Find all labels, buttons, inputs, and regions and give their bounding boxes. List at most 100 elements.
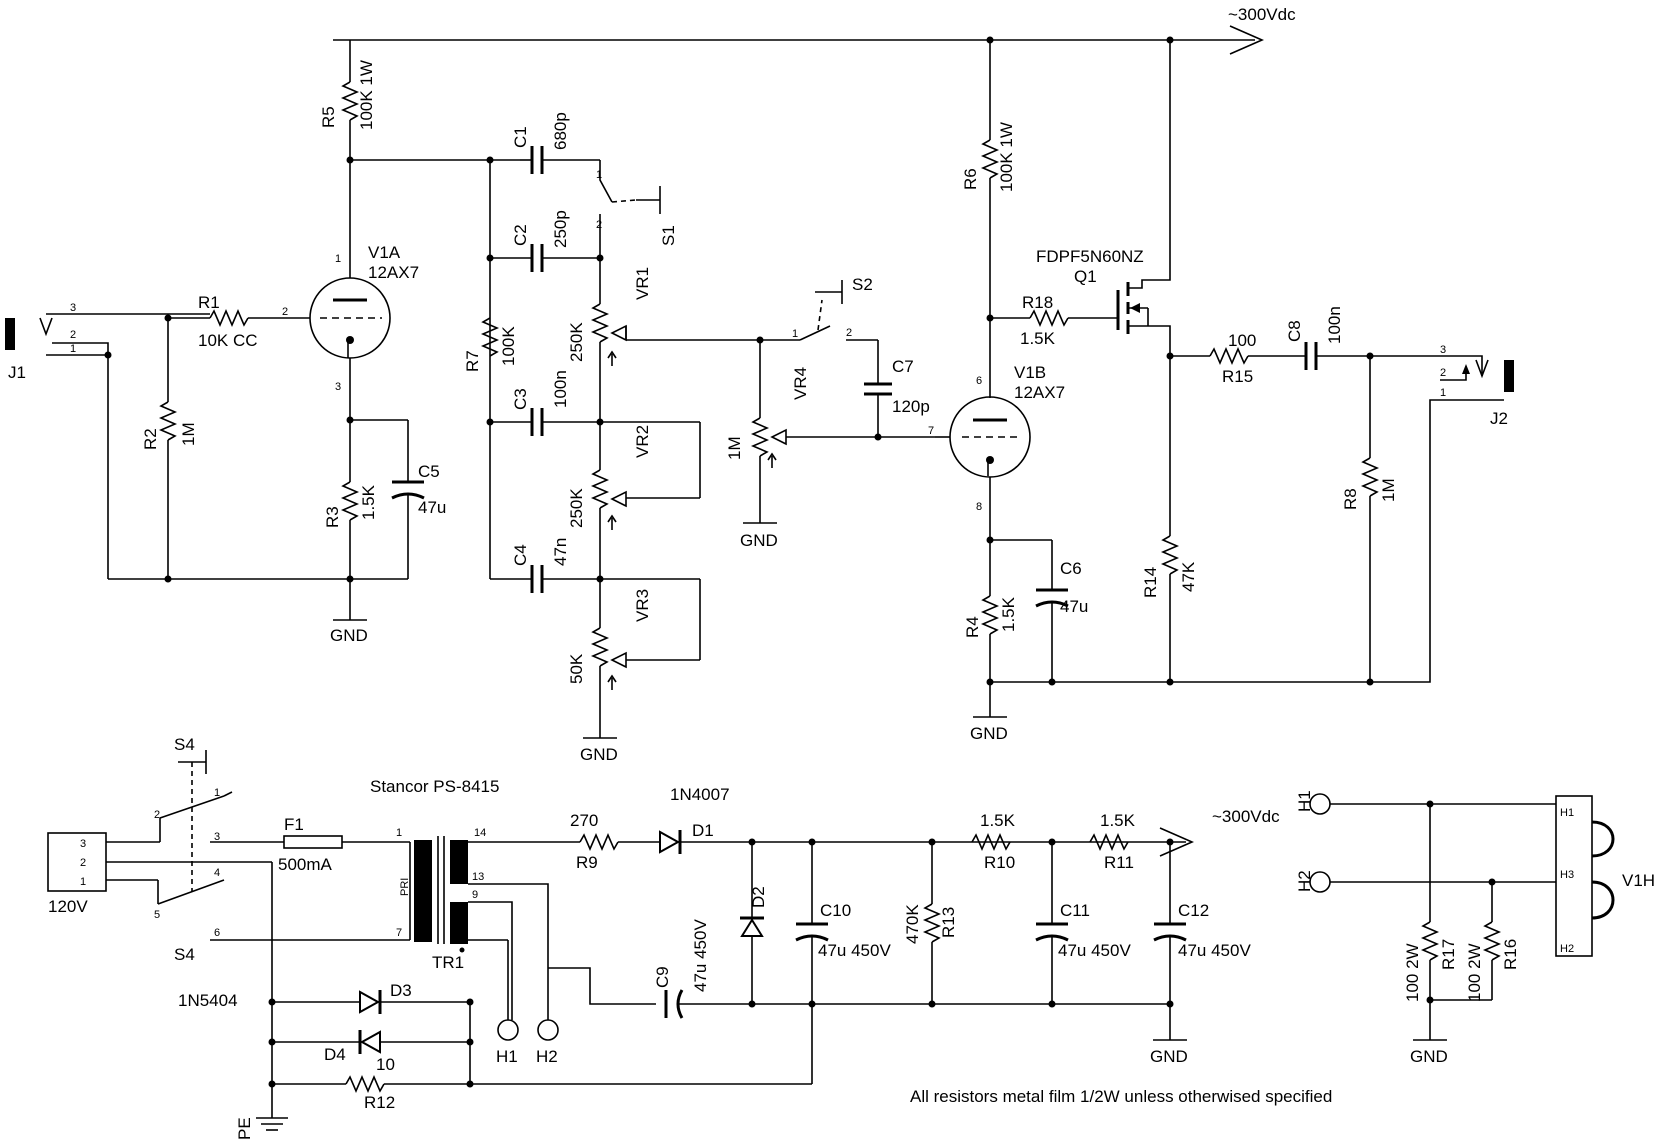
resistor-r15: [1170, 346, 1306, 366]
heater-terminals-tr1: [497, 940, 559, 1041]
v1a-ref: V1A: [368, 243, 401, 262]
v1a-type: 12AX7: [368, 263, 419, 282]
s4-pin-5: 5: [154, 909, 160, 921]
tr1-pin-7: 7: [396, 927, 402, 939]
r14-ref: R14: [1141, 567, 1160, 598]
d3-d4-value: 1N5404: [178, 991, 238, 1010]
vr1-value: 250K: [567, 322, 586, 362]
s4-pin-4: 4: [214, 867, 220, 879]
c1-value: 680p: [551, 112, 570, 150]
tr1-h2-label: H2: [536, 1047, 558, 1066]
pe-network: [256, 862, 812, 1131]
r6-ref: R6: [961, 168, 980, 190]
c9-ref: C9: [653, 966, 672, 988]
capacitor-c12: [1153, 842, 1187, 1041]
r13-value: 470K: [903, 904, 922, 944]
c2-ref: C2: [511, 224, 530, 246]
tr1-ref: TR1: [432, 953, 464, 972]
heater-network: [1309, 793, 1615, 1041]
c3-ref: C3: [511, 388, 530, 410]
r10-value: 1.5K: [980, 811, 1016, 830]
capacitor-c10: [795, 842, 829, 1084]
diode-d2: [740, 842, 764, 1004]
switch-s2[interactable]: [760, 280, 878, 341]
tr1-s2: S2: [459, 857, 471, 870]
d1-ref: D1: [692, 821, 714, 840]
vr4-value: 1M: [725, 436, 744, 460]
r13-ref: R13: [939, 907, 958, 938]
input-jack-j1: [5, 313, 210, 579]
inlet-pin-1: 1: [80, 876, 86, 888]
resistor-r11: [1089, 832, 1129, 852]
tr1-h1-label: H1: [496, 1047, 518, 1066]
r9-ref: R9: [576, 853, 598, 872]
pot-vr2[interactable]: [590, 421, 701, 579]
c3-value: 100n: [551, 370, 570, 408]
tr1-pin-14: 14: [474, 827, 486, 839]
r2-ref: R2: [141, 428, 160, 450]
d3-ref: D3: [390, 981, 412, 1000]
pot-vr4[interactable]: [743, 340, 935, 524]
transformer-tr1: [409, 836, 560, 1020]
c9-value: 47u 450V: [691, 919, 710, 992]
tr1-pin-1: 1: [396, 827, 402, 839]
mosfet-q1: [1116, 40, 1171, 356]
switch-s1[interactable]: [596, 186, 661, 262]
resistor-r9: [560, 832, 660, 852]
tr1-pin-13: 13: [472, 871, 484, 883]
c12-value: 47u 450V: [1178, 941, 1251, 960]
r15-ref: R15: [1222, 367, 1253, 386]
r5-value: 100K 1W: [357, 60, 376, 130]
s2-label: S2: [852, 275, 873, 294]
resistor-r1: [164, 308, 290, 328]
v1b-ref: V1B: [1014, 363, 1046, 382]
resistor-r6: [980, 40, 1000, 398]
capacitor-c1: [520, 146, 613, 203]
pot-vr1[interactable]: [590, 258, 760, 422]
s4-pin-6: 6: [214, 927, 220, 939]
v1b-pin-8: 8: [976, 501, 982, 513]
vr3-ref: VR3: [633, 589, 652, 622]
heater-h2-label: H2: [1295, 870, 1314, 892]
vr1-ref: VR1: [633, 267, 652, 300]
j2-pin-2: 2: [1440, 367, 1446, 379]
tube-v1a: [290, 160, 391, 420]
resistor-r13: [922, 842, 942, 1004]
switch-s4[interactable]: [157, 750, 410, 941]
pe-label: PE: [235, 1117, 254, 1140]
s4-pin-2: 2: [154, 809, 160, 821]
r18-ref: R18: [1022, 293, 1053, 312]
resistor-r10: [971, 832, 1011, 852]
c8-ref: C8: [1285, 320, 1304, 342]
inlet-pin-2: 2: [80, 857, 86, 869]
r6-value: 100K 1W: [997, 122, 1016, 192]
resistor-r4: [980, 540, 1000, 717]
r7-ref: R7: [463, 350, 482, 372]
c6-ref: C6: [1060, 559, 1082, 578]
d4-ref: D4: [324, 1045, 346, 1064]
inlet-label: 120V: [48, 897, 88, 916]
r16-value: 100 2W: [1465, 943, 1484, 1002]
v1a-pin-3: 3: [335, 381, 341, 393]
j2-label: J2: [1490, 409, 1508, 428]
gnd-symbol-1: [333, 579, 367, 621]
diode-d1: [659, 827, 1194, 857]
capacitor-c11: [1035, 842, 1069, 1004]
r3-value: 1.5K: [359, 484, 378, 520]
j2-pin-1: 1: [1440, 387, 1446, 399]
j1-pin-2: 2: [70, 329, 76, 341]
r1-ref: R1: [198, 293, 220, 312]
v1a-pin-2: 2: [282, 306, 288, 318]
tr1-pin-9: 9: [472, 889, 478, 901]
s4-pin-1: 1: [214, 787, 220, 799]
vr2-value: 250K: [567, 488, 586, 528]
pot-vr3[interactable]: [590, 578, 701, 738]
r9-value: 270: [570, 811, 598, 830]
r17-value: 100 2W: [1403, 943, 1422, 1002]
r8-value: 1M: [1379, 478, 1398, 502]
v1h-ref: V1H: [1622, 871, 1655, 890]
tr1-pri: PRI: [399, 878, 411, 896]
gnd-label-2: GND: [580, 745, 618, 764]
resistor-r7: [480, 317, 500, 357]
